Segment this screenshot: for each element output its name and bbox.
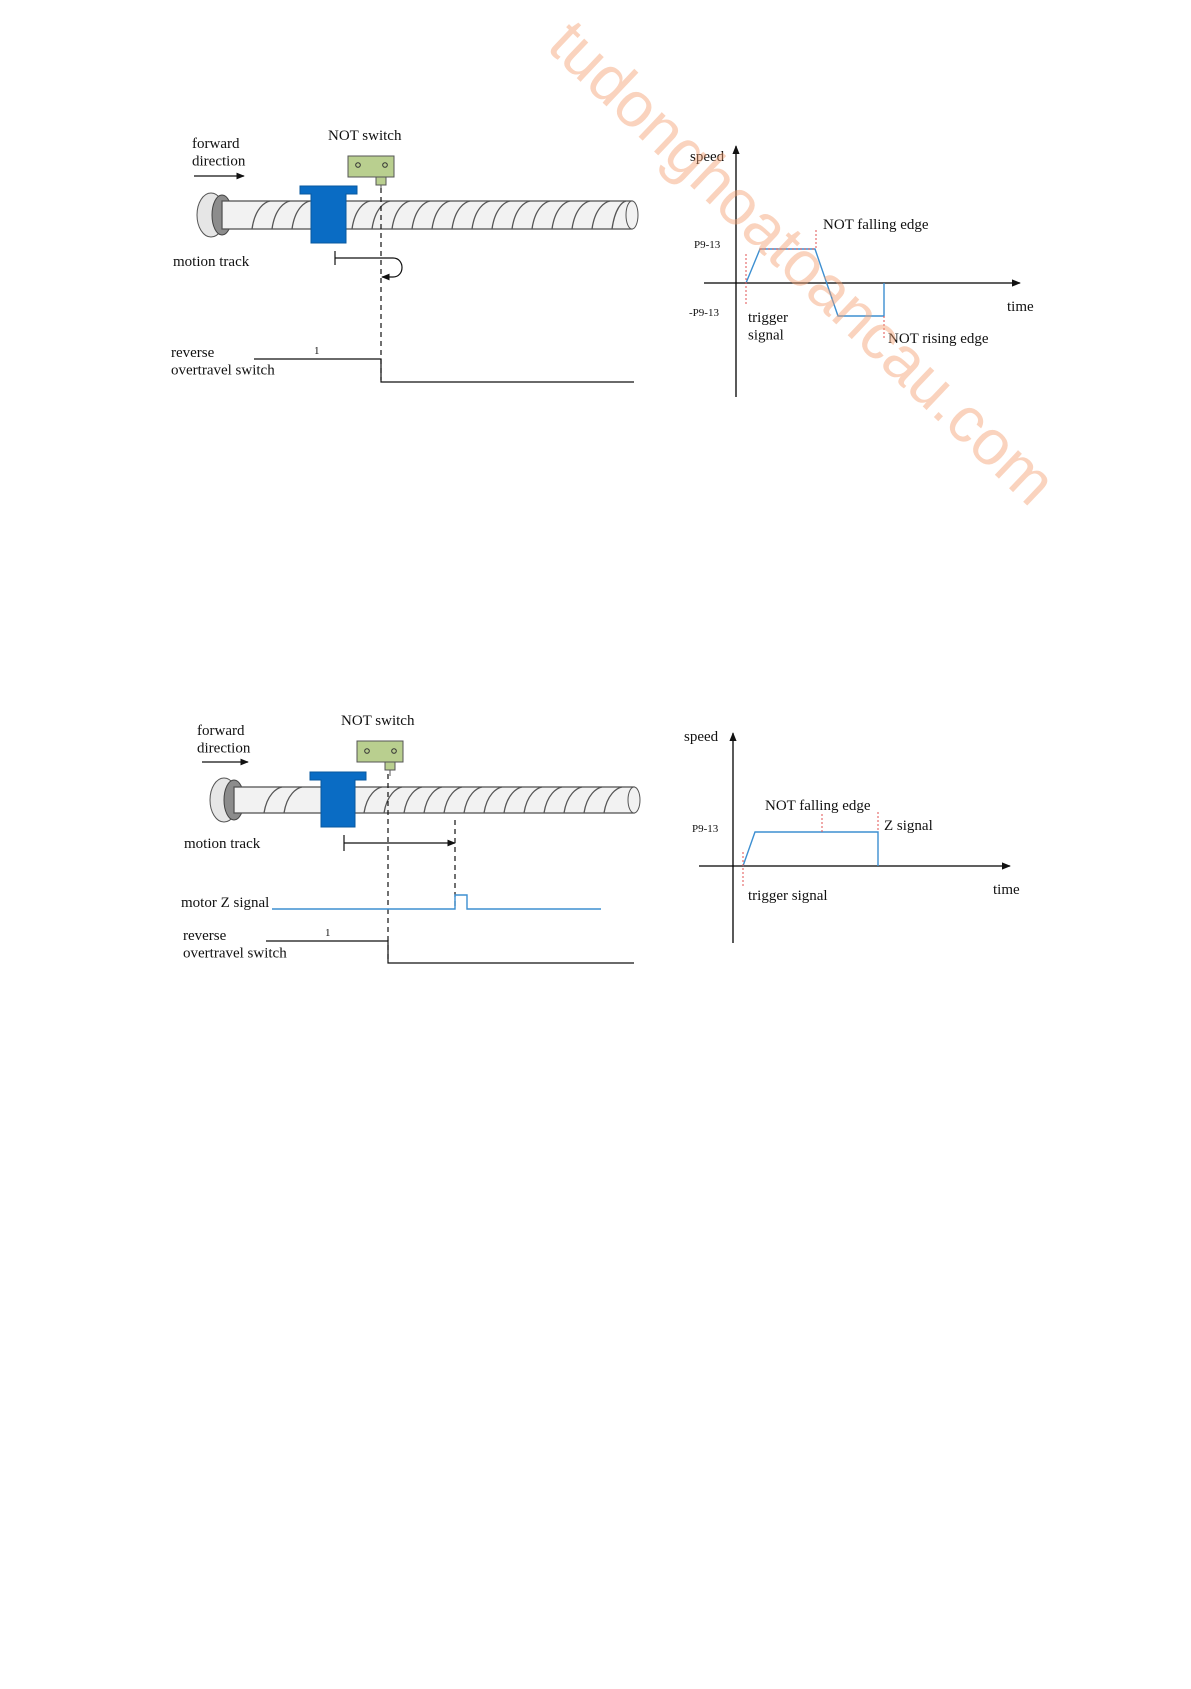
speed-profile	[745, 248, 885, 317]
falling-edge-label: NOT falling edge	[765, 798, 871, 814]
level-high-label: 1	[325, 927, 331, 939]
trigger-label: trigger signal	[748, 888, 828, 904]
rising-edge-label: NOT rising edge	[888, 331, 989, 347]
time-axis-label: time	[993, 882, 1020, 898]
figure2-speed-graph: speed time P9-13 trigger signal NOT fall…	[684, 729, 1020, 943]
slider-block	[309, 771, 367, 828]
reverse-switch-waveform	[266, 940, 634, 964]
not-switch	[356, 740, 404, 776]
time-axis-label: time	[1007, 299, 1034, 315]
level-high-label: 1	[314, 345, 320, 357]
motion-track-label: motion track	[173, 254, 250, 270]
pos-speed-label: P9-13	[692, 823, 719, 835]
motor-z-label: motor Z signal	[181, 895, 269, 911]
speed-profile	[742, 831, 879, 867]
falling-edge-label: NOT falling edge	[823, 217, 929, 233]
not-switch	[347, 155, 395, 192]
ball-screw	[196, 192, 639, 238]
z-signal-label: Z signal	[884, 818, 933, 834]
reverse-switch-waveform	[254, 358, 634, 383]
slider-block	[299, 185, 358, 244]
motion-track-label: motion track	[184, 836, 261, 852]
watermark: tudonghoatoancau.com	[535, 6, 1070, 519]
speed-axis-label: speed	[684, 729, 719, 745]
motor-z-waveform	[272, 894, 601, 910]
neg-speed-label: -P9-13	[689, 307, 719, 319]
ball-screw	[209, 777, 641, 823]
speed-axis-label: speed	[690, 149, 725, 165]
motion-track-path	[343, 835, 455, 851]
pos-speed-label: P9-13	[694, 239, 721, 251]
motion-track-path	[334, 251, 403, 277]
not-switch-label: NOT switch	[328, 128, 402, 144]
not-switch-label: NOT switch	[341, 713, 415, 729]
